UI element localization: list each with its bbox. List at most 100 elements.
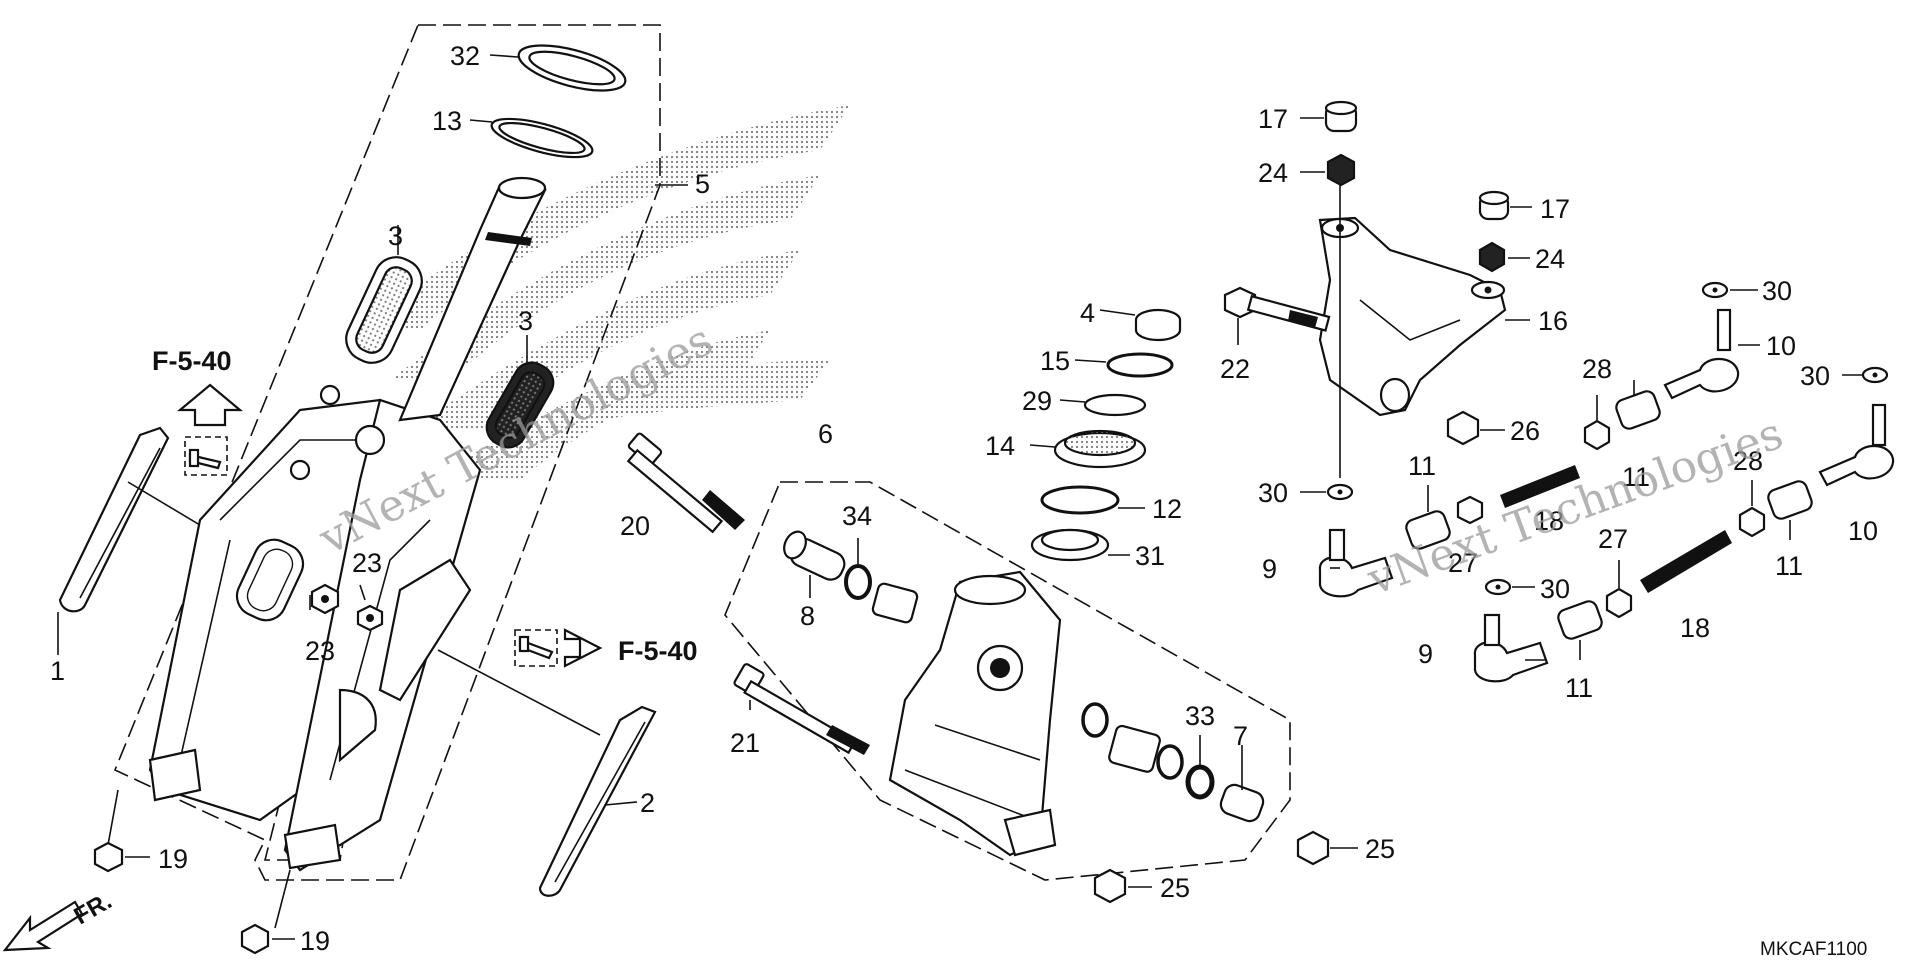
callout-28b: 28 bbox=[1733, 446, 1763, 476]
callout-labels: 1 2 3 3 4 5 6 7 8 9 9 10 10 11 11 11 11 … bbox=[50, 41, 1878, 956]
callout-6: 6 bbox=[818, 419, 833, 449]
bushing-sleeve-upper bbox=[871, 582, 919, 624]
part-7-bushing bbox=[1219, 745, 1265, 823]
part-30-washer-c bbox=[1701, 281, 1758, 299]
callout-32: 32 bbox=[450, 41, 480, 71]
ref-bolt-left bbox=[184, 436, 228, 476]
callout-9a: 9 bbox=[1262, 554, 1277, 584]
callout-31: 31 bbox=[1135, 541, 1165, 571]
part-17-cap-upper bbox=[1300, 100, 1358, 133]
part-3-grommet-right bbox=[485, 335, 555, 449]
callout-25b: 25 bbox=[1160, 873, 1190, 903]
part-21-bolt bbox=[733, 663, 870, 755]
callout-20: 20 bbox=[620, 511, 650, 541]
part-29-clip bbox=[1059, 393, 1147, 417]
watermark-right: vNext Technologies bbox=[1360, 408, 1789, 606]
tie-rod-upper bbox=[1318, 308, 1760, 598]
part-17-cap-right bbox=[1478, 190, 1532, 221]
part-19-bolt-upper bbox=[93, 841, 150, 873]
assembly-outline-6 bbox=[724, 481, 1291, 881]
callout-16: 16 bbox=[1538, 306, 1568, 336]
part-15-washer bbox=[1074, 352, 1174, 378]
callout-17b: 17 bbox=[1540, 194, 1570, 224]
part-31-seal bbox=[1030, 528, 1130, 562]
callout-5: 5 bbox=[695, 169, 710, 199]
steering-stem bbox=[398, 176, 547, 422]
part-13-ring bbox=[469, 117, 594, 159]
callout-3a: 3 bbox=[388, 221, 403, 251]
callout-12: 12 bbox=[1152, 494, 1182, 524]
part-30-washer-b bbox=[1484, 578, 1535, 596]
part-8-bushing bbox=[783, 530, 846, 598]
part-33-rings bbox=[1081, 702, 1215, 800]
callout-33: 33 bbox=[1185, 701, 1215, 731]
callout-15: 15 bbox=[1040, 346, 1070, 376]
tie-rod-lower bbox=[1473, 403, 1895, 683]
callout-28a: 28 bbox=[1582, 354, 1612, 384]
front-arrow-label: FR. bbox=[70, 887, 117, 930]
ref-bolt-right bbox=[514, 629, 558, 667]
part-3-grommet-left bbox=[345, 225, 423, 364]
diagram-code: MKCAF1100 bbox=[1760, 939, 1867, 960]
callout-30d: 30 bbox=[1800, 361, 1830, 391]
callout-34: 34 bbox=[842, 501, 872, 531]
part-22-bolt bbox=[1223, 286, 1331, 345]
bushing-sleeve-lower bbox=[1108, 724, 1161, 773]
callout-27b: 27 bbox=[1598, 524, 1628, 554]
part-23-nut-right bbox=[356, 604, 384, 632]
part-14-bearing bbox=[1029, 429, 1147, 469]
callout-14: 14 bbox=[985, 431, 1015, 461]
callout-23a: 23 bbox=[305, 636, 335, 666]
part-12-race bbox=[1040, 485, 1145, 515]
part-25-nut-left bbox=[1093, 868, 1152, 904]
reference-label-right: F-5-40 bbox=[618, 636, 698, 666]
callout-19a: 19 bbox=[158, 844, 188, 874]
part-24-nut-right bbox=[1478, 241, 1530, 273]
part-19-bolt-lower bbox=[240, 923, 295, 955]
part-26-nut bbox=[1446, 410, 1505, 446]
part-30-washer-d bbox=[1842, 366, 1889, 384]
callout-21: 21 bbox=[730, 728, 760, 758]
part-32-seal bbox=[489, 44, 627, 92]
callout-24a: 24 bbox=[1258, 158, 1288, 188]
callout-7: 7 bbox=[1233, 721, 1248, 751]
ref-arrow-up bbox=[176, 383, 244, 427]
frame-assembly bbox=[107, 384, 482, 929]
callout-13: 13 bbox=[432, 106, 462, 136]
callout-30c: 30 bbox=[1762, 276, 1792, 306]
callout-24b: 24 bbox=[1535, 244, 1565, 274]
part-25-nut-right bbox=[1296, 830, 1358, 866]
callout-4: 4 bbox=[1080, 298, 1095, 328]
callout-29: 29 bbox=[1022, 386, 1052, 416]
callout-2: 2 bbox=[640, 788, 655, 818]
callout-30b: 30 bbox=[1540, 574, 1570, 604]
callout-25a: 25 bbox=[1365, 834, 1395, 864]
callout-17a: 17 bbox=[1258, 104, 1288, 134]
part-20-bolt bbox=[626, 432, 745, 534]
callout-27a: 27 bbox=[1448, 548, 1478, 578]
callout-11b: 11 bbox=[1622, 462, 1650, 492]
reference-label-left: F-5-40 bbox=[152, 346, 232, 376]
callout-8: 8 bbox=[800, 601, 815, 631]
ref-arrow-right bbox=[563, 628, 603, 668]
part-24-nut-upper bbox=[1300, 153, 1356, 187]
callout-9b: 9 bbox=[1418, 639, 1433, 669]
knuckle-assembly bbox=[888, 570, 1062, 857]
callout-22: 22 bbox=[1220, 354, 1250, 384]
part-30-washer-a bbox=[1300, 483, 1354, 501]
callout-11c: 11 bbox=[1775, 551, 1803, 581]
part-34-ring bbox=[844, 538, 872, 600]
callout-10b: 10 bbox=[1848, 516, 1878, 546]
part-4-locknut bbox=[1099, 308, 1182, 342]
callout-1: 1 bbox=[50, 656, 65, 686]
callout-11a: 11 bbox=[1408, 451, 1436, 481]
callout-11d: 11 bbox=[1565, 673, 1593, 703]
part-1-cover bbox=[57, 426, 226, 655]
callout-30a: 30 bbox=[1258, 478, 1288, 508]
callout-18b: 18 bbox=[1680, 613, 1710, 643]
front-arrow-icon bbox=[2, 900, 84, 952]
callout-23b: 23 bbox=[352, 548, 382, 578]
callout-3b: 3 bbox=[518, 306, 533, 336]
callout-10a: 10 bbox=[1766, 331, 1796, 361]
